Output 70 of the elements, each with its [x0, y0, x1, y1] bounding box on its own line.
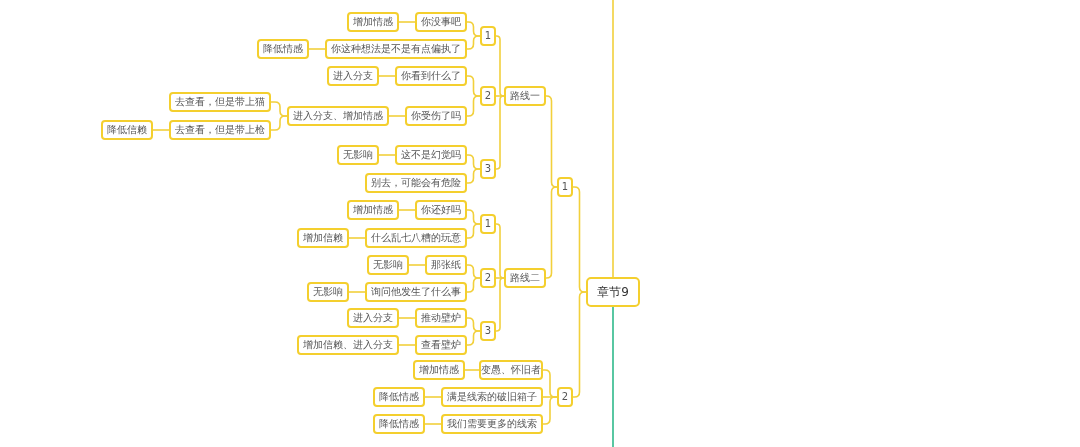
connector-line	[398, 344, 416, 346]
number-box: 2	[557, 387, 573, 407]
connector-line	[378, 154, 396, 156]
topic-box: 你看到什么了	[395, 66, 467, 86]
topic-box: 增加情感	[347, 200, 399, 220]
connector-line	[542, 396, 558, 398]
connector-line	[398, 209, 416, 211]
connector-line	[348, 291, 366, 293]
connector-line	[466, 277, 481, 293]
connector-line	[466, 95, 481, 117]
number-box: 3	[480, 321, 496, 341]
topic-box: 你受伤了吗	[405, 106, 467, 126]
connector-line	[612, 0, 614, 278]
connector-line	[466, 330, 481, 346]
topic-box: 路线一	[504, 86, 546, 106]
topic-box: 路线二	[504, 268, 546, 288]
topic-box: 无影响	[337, 145, 379, 165]
number-box: 1	[557, 177, 573, 197]
topic-box: 你还好吗	[415, 200, 467, 220]
topic-box: 降低情感	[373, 414, 425, 434]
number-box: 3	[480, 159, 496, 179]
topic-box: 我们需要更多的线索	[441, 414, 543, 434]
topic-box: 增加情感	[347, 12, 399, 32]
topic-box: 无影响	[307, 282, 349, 302]
connector-line	[572, 291, 587, 398]
topic-box: 变愚、怀旧者	[479, 360, 543, 380]
topic-box: 什么乱七八糟的玩意	[365, 228, 467, 248]
connector-line	[424, 423, 442, 425]
connector-line	[270, 115, 288, 131]
topic-box: 你这种想法是不是有点偏执了	[325, 39, 467, 59]
topic-box: 满是线索的破旧箱子	[441, 387, 543, 407]
topic-box: 增加情感	[413, 360, 465, 380]
topic-box: 增加信赖	[297, 228, 349, 248]
topic-box: 进入分支、增加情感	[287, 106, 389, 126]
number-box: 1	[480, 214, 496, 234]
topic-box: 降低情感	[257, 39, 309, 59]
topic-box: 进入分支	[327, 66, 379, 86]
connector-line	[466, 223, 481, 239]
connector-line	[152, 129, 170, 131]
topic-box: 去查看，但是带上猫	[169, 92, 271, 112]
topic-box: 无影响	[367, 255, 409, 275]
topic-box: 询问他发生了什么事	[365, 282, 467, 302]
connector-line	[348, 237, 366, 239]
number-box: 2	[480, 86, 496, 106]
connector-line	[464, 369, 480, 371]
connector-line	[378, 75, 396, 77]
connector-line	[408, 264, 426, 266]
number-box: 2	[480, 268, 496, 288]
connector-line	[466, 35, 481, 50]
connector-line	[398, 317, 416, 319]
topic-box: 查看壁炉	[415, 335, 467, 355]
connector-line	[308, 48, 326, 50]
connector-line	[388, 115, 406, 117]
connector-line	[398, 21, 416, 23]
topic-box: 那张纸	[425, 255, 467, 275]
topic-box: 降低情感	[373, 387, 425, 407]
central-topic-box: 章节9	[586, 277, 640, 307]
topic-box: 增加信赖、进入分支	[297, 335, 399, 355]
topic-box: 你没事吧	[415, 12, 467, 32]
topic-box: 推动壁炉	[415, 308, 467, 328]
connector-line	[545, 186, 558, 279]
connector-line	[466, 168, 481, 184]
number-box: 1	[480, 26, 496, 46]
connector-line	[424, 396, 442, 398]
topic-box: 这不是幻觉吗	[395, 145, 467, 165]
topic-box: 进入分支	[347, 308, 399, 328]
topic-box: 降低信赖	[101, 120, 153, 140]
topic-box: 去查看，但是带上枪	[169, 120, 271, 140]
connector-line	[612, 306, 614, 447]
topic-box: 别去，可能会有危险	[365, 173, 467, 193]
